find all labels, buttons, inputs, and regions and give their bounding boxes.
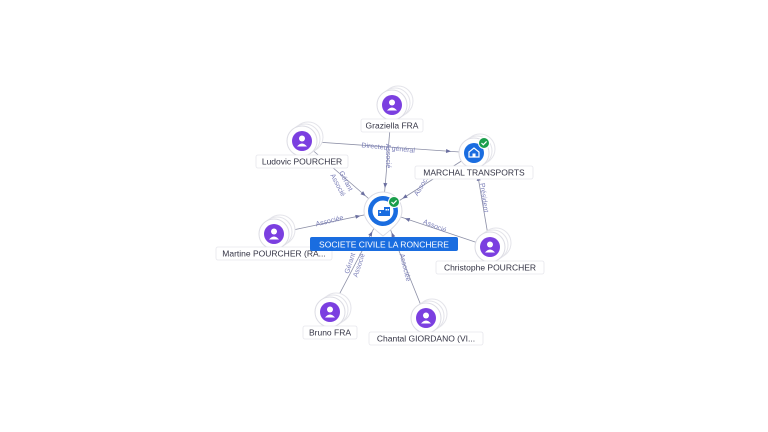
edge-arrow-marchal-center	[402, 194, 408, 199]
node-label-ludovic: Ludovic POURCHER	[262, 157, 342, 167]
node-label-graziella: Graziella FRA	[366, 121, 419, 131]
center-label-bg	[310, 237, 458, 251]
node-marchal[interactable]: MARCHAL TRANSPORTS	[414, 133, 534, 180]
center-label: SOCIETE CIVILE LA RONCHERE	[319, 240, 449, 250]
node-label-bg	[414, 165, 534, 180]
edge-label-martine-center-0: Associée	[315, 215, 344, 229]
person-icon	[382, 95, 402, 115]
edge-arrow-christophe-center	[404, 218, 411, 222]
edge-arrow-ludovic-marchal	[445, 149, 452, 154]
node-label-chantal: Chantal GIORDANO (VI...	[377, 334, 475, 344]
node-graziella[interactable]: Graziella FRA	[360, 85, 424, 133]
node-label-bg	[302, 325, 358, 340]
node-bruno[interactable]: Bruno FRA	[302, 292, 358, 340]
node-label-bg	[435, 260, 545, 275]
node-label-bruno: Bruno FRA	[309, 328, 351, 338]
node-label-christophe: Christophe POURCHER	[444, 263, 536, 273]
edge-label-christophe-marchal-0: Président	[478, 183, 489, 213]
edge-arrow-martine-center	[355, 214, 361, 219]
node-martine[interactable]: Martine POURCHER (RA...	[215, 214, 333, 261]
person-icon	[292, 131, 312, 151]
edge-arrow-ludovic-center	[360, 191, 366, 196]
person-icon	[320, 302, 340, 322]
nodes-layer: Graziella FRA Ludovic POURCHER MARCHAL TRA…	[215, 85, 545, 346]
edge-label-chantal-center-0: Associée	[398, 253, 412, 282]
node-label-bg	[360, 118, 424, 133]
node-label-bg	[215, 246, 333, 261]
node-label-bg	[368, 331, 484, 346]
person-icon	[480, 237, 500, 257]
edge-arrow-graziella-center	[383, 182, 388, 189]
edge-label-christophe-center-0: Associé	[422, 219, 447, 235]
company-icon	[464, 143, 484, 163]
verified-badge-icon	[388, 196, 400, 208]
edge-label-graziella-center-0: Associé	[384, 144, 391, 169]
edge-arrow-chantal-center	[391, 232, 396, 238]
center-node[interactable]: SOCIETE CIVILE LA RONCHERE	[310, 191, 458, 251]
verified-badge-icon	[478, 137, 490, 149]
node-label-martine: Martine POURCHER (RA...	[222, 249, 325, 259]
node-label-marchal: MARCHAL TRANSPORTS	[423, 168, 525, 178]
edge-arrow-bruno-center	[368, 231, 373, 237]
edge-ludovic-marchal	[301, 140, 475, 154]
node-label-bg	[255, 154, 349, 169]
node-chantal[interactable]: Chantal GIORDANO (VI...	[368, 298, 484, 346]
node-ludovic[interactable]: Ludovic POURCHER	[255, 121, 349, 169]
node-christophe[interactable]: Christophe POURCHER	[435, 227, 545, 275]
person-icon	[416, 308, 436, 328]
person-icon	[264, 224, 284, 244]
